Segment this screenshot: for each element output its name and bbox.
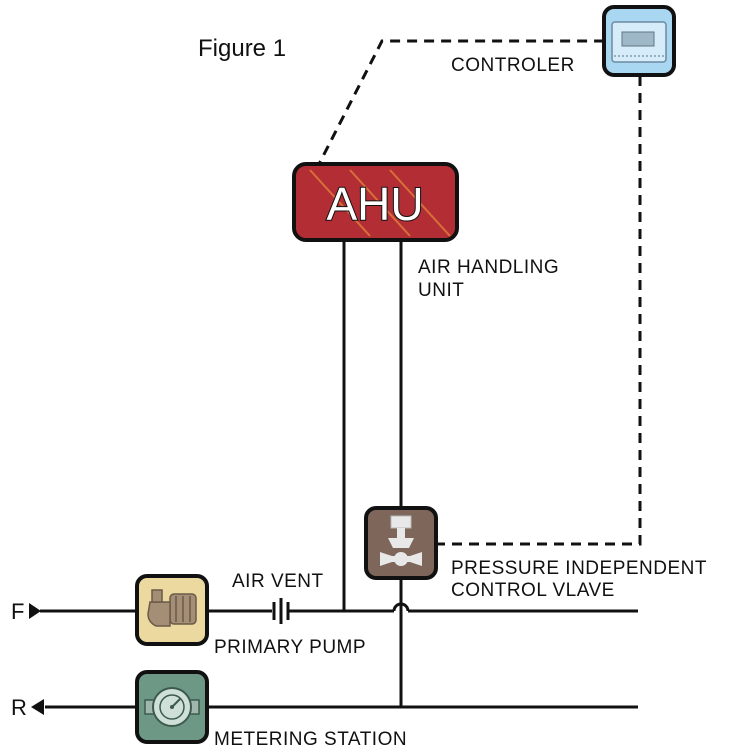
flow-arrow-icon	[29, 603, 41, 619]
valve-icon	[364, 506, 438, 580]
controller-icon	[602, 5, 676, 77]
figure-title: Figure 1	[198, 35, 286, 62]
metering-station-label: METERING STATION	[214, 729, 407, 750]
meter-icon	[135, 670, 209, 744]
control-wire-ahu	[314, 39, 608, 171]
controller-label: CONTROLER	[451, 55, 575, 76]
flow-indicator: F	[11, 599, 41, 624]
pump-icon	[135, 574, 209, 646]
ahu-box-label: AHU	[326, 178, 423, 230]
control-wiring	[314, 39, 642, 546]
supply-pipe	[40, 602, 638, 613]
flow-label: F	[11, 599, 24, 624]
air-vent-icon	[272, 598, 290, 624]
ahu-pipes	[342, 240, 403, 707]
ahu-label-line1: AIR HANDLING	[418, 257, 559, 278]
return-arrow-icon	[31, 699, 44, 715]
valve-label-line2: CONTROL VLAVE	[451, 580, 615, 601]
control-wire-valve	[436, 76, 642, 546]
primary-pump-label: PRIMARY PUMP	[214, 637, 366, 658]
ahu-label-line2: UNIT	[418, 280, 464, 301]
return-indicator: R	[11, 695, 44, 720]
ahu-unit: AHU	[292, 162, 459, 242]
return-label: R	[11, 695, 27, 720]
ahu-hatch	[309, 169, 451, 237]
valve-label-line1: PRESSURE INDEPENDENT	[451, 558, 707, 579]
air-vent-label: AIR VENT	[232, 571, 324, 592]
